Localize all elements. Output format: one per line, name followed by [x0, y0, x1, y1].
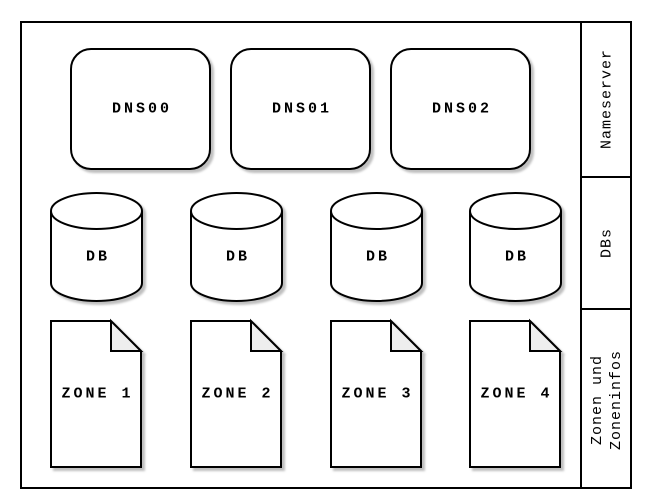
- document-icon: [50, 318, 144, 468]
- database-node-label: DB: [504, 248, 529, 266]
- zone-node: ZONE 4: [469, 318, 563, 468]
- legend-sidebar: Nameserver DBs Zonen und Zoneninfos: [580, 21, 632, 489]
- sidebar-section-zones: Zonen und Zoneninfos: [582, 310, 632, 489]
- database-node: DB: [50, 192, 143, 302]
- sidebar-label-line: DBs: [598, 227, 616, 259]
- server-box-icon: [390, 48, 531, 170]
- zone-node-label: ZONE 2: [201, 385, 274, 403]
- zone-node-label: ZONE 1: [61, 385, 134, 403]
- document-icon: [190, 318, 284, 468]
- database-node: DB: [469, 192, 562, 302]
- zone-node: ZONE 2: [190, 318, 284, 468]
- database-node-label: DB: [365, 248, 390, 266]
- zone-node-label: ZONE 4: [480, 385, 553, 403]
- zone-node-label: ZONE 3: [341, 385, 414, 403]
- database-node: DB: [190, 192, 283, 302]
- sidebar-section-dbs: DBs: [582, 178, 632, 310]
- zone-node: ZONE 3: [330, 318, 424, 468]
- nameserver-node-label: DNS00: [111, 100, 172, 118]
- zone-node: ZONE 1: [50, 318, 144, 468]
- nameserver-node: DNS01: [230, 48, 371, 170]
- server-box-icon: [230, 48, 371, 170]
- database-node: DB: [330, 192, 423, 302]
- sidebar-label-line: Zonen und: [589, 354, 606, 445]
- sidebar-label-line: Zoneninfos: [608, 349, 625, 450]
- database-cylinder-icon: [50, 192, 143, 302]
- database-node-label: DB: [85, 248, 110, 266]
- nameserver-node: DNS02: [390, 48, 531, 170]
- database-cylinder-icon: [469, 192, 562, 302]
- nameserver-node-label: DNS01: [271, 100, 332, 118]
- database-cylinder-icon: [190, 192, 283, 302]
- sidebar-section-nameserver: Nameserver: [582, 21, 632, 178]
- sidebar-label-line: Nameserver: [598, 48, 616, 149]
- server-box-icon: [70, 48, 211, 170]
- sidebar-section-label: Nameserver: [598, 48, 617, 148]
- database-node-label: DB: [225, 248, 250, 266]
- nameserver-node: DNS00: [70, 48, 211, 170]
- database-cylinder-icon: [330, 192, 423, 302]
- document-icon: [469, 318, 563, 468]
- sidebar-section-label: Zonen und Zoneninfos: [588, 349, 626, 449]
- nameserver-node-label: DNS02: [431, 100, 492, 118]
- sidebar-section-label: DBs: [598, 228, 617, 258]
- diagram-outer-border: [20, 21, 632, 489]
- document-icon: [330, 318, 424, 468]
